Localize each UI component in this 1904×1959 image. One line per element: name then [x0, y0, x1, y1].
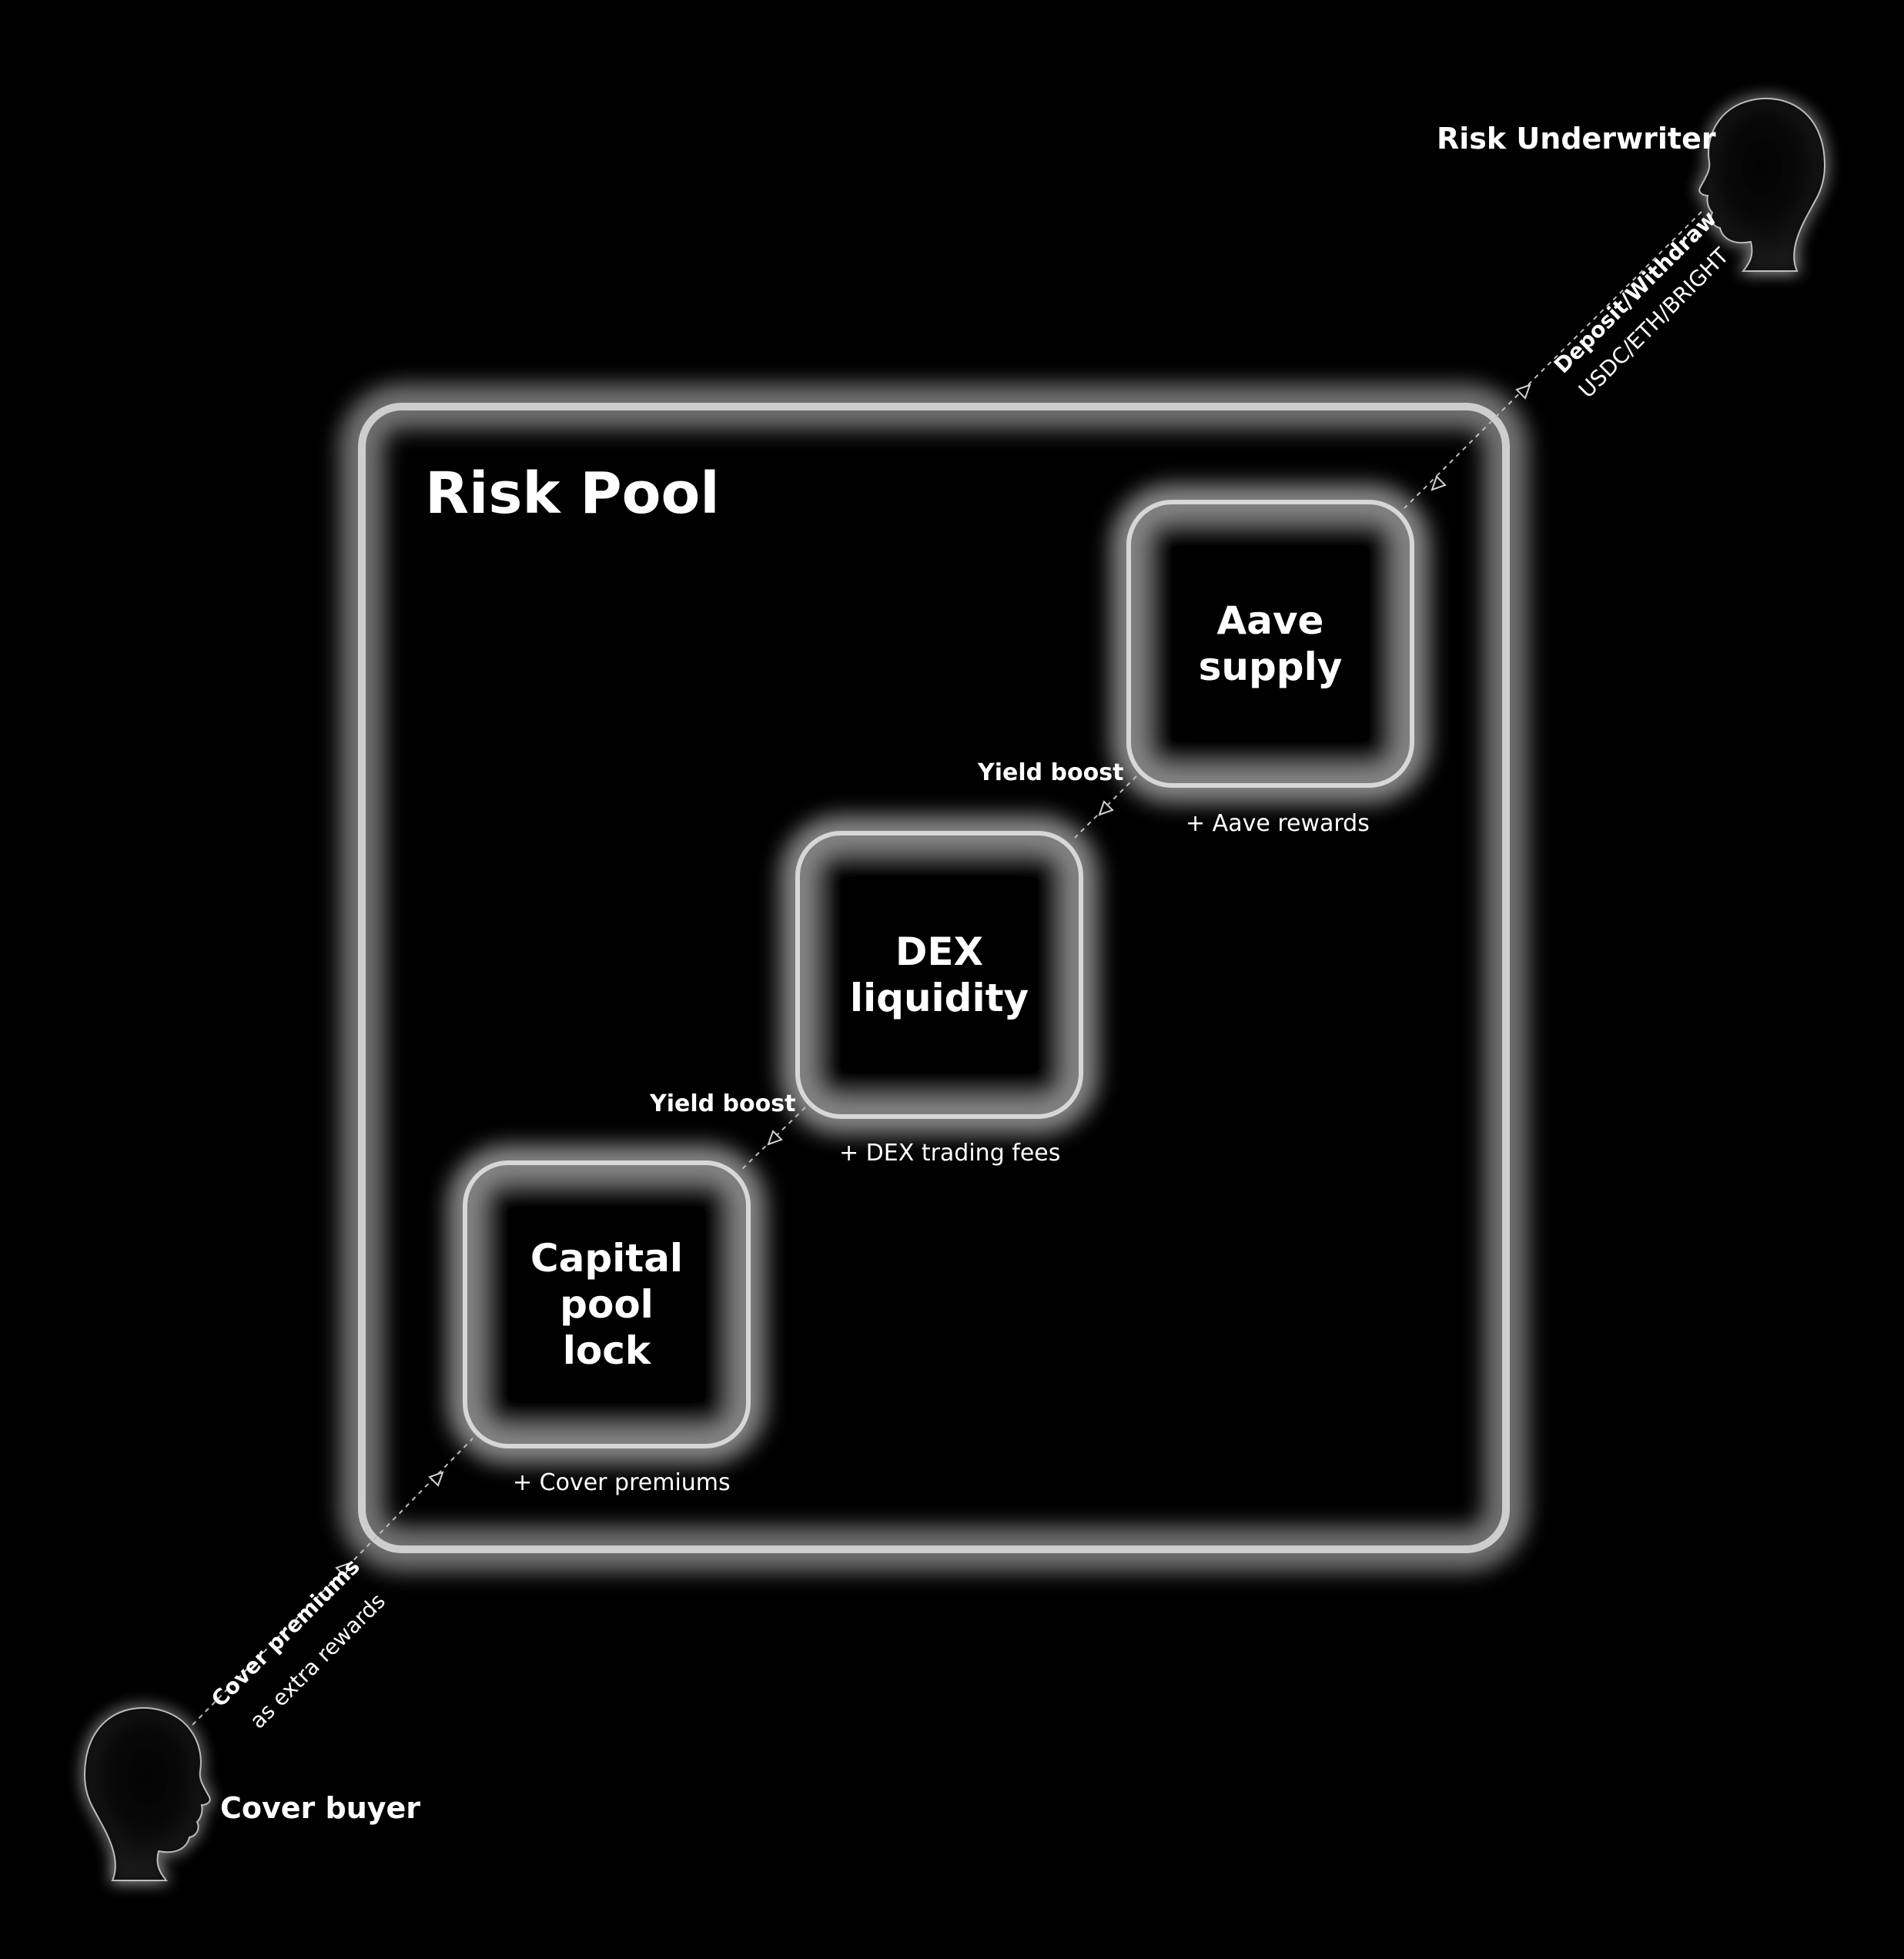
arrowhead-aave-dex	[1098, 800, 1114, 816]
arrowhead-deposit-in	[1515, 383, 1531, 400]
aave-title-line2: supply	[1198, 645, 1343, 689]
arrowhead-into-pool	[1431, 475, 1447, 491]
underwriter-head-icon	[1698, 96, 1827, 273]
arrowhead-buyer-pool	[335, 1562, 351, 1578]
connector-buyer-capital	[192, 1438, 473, 1726]
risk-underwriter-label: Risk Underwriter	[1437, 122, 1716, 156]
capital-title-line3: lock	[562, 1328, 651, 1373]
capital-pool-lock-box	[447, 1145, 766, 1464]
yield-boost-label-lower: Yield boost	[650, 1090, 796, 1117]
aave-title-line1: Aave	[1216, 598, 1324, 643]
aave-supply-box	[1111, 484, 1430, 803]
connector-dex-capital	[740, 1107, 806, 1171]
risk-pool-frame	[340, 384, 1528, 1572]
dex-title-line2: liquidity	[849, 976, 1029, 1020]
dex-title-line1: DEX	[895, 929, 984, 974]
arrowhead-dex-capital	[767, 1130, 783, 1146]
capital-title-line1: Capital	[530, 1236, 684, 1281]
buyer-head-icon	[82, 1706, 212, 1882]
arrowhead-into-capital	[428, 1471, 444, 1487]
yield-boost-label-upper: Yield boost	[978, 759, 1124, 786]
capital-pool-lock-title: Capital pool lock	[514, 1212, 699, 1397]
capital-reward-label: + Cover premiums	[513, 1469, 731, 1496]
dex-reward-label: + DEX trading fees	[839, 1140, 1061, 1167]
cover-buyer-label: Cover buyer	[220, 1791, 421, 1825]
aave-supply-title: Aave supply	[1178, 551, 1363, 736]
risk-pool-title: Risk Pool	[425, 460, 720, 527]
dex-liquidity-box	[780, 815, 1099, 1134]
aave-reward-label: + Aave rewards	[1186, 810, 1370, 837]
capital-title-line2: pool	[560, 1282, 654, 1327]
dex-liquidity-title: DEX liquidity	[847, 882, 1032, 1067]
